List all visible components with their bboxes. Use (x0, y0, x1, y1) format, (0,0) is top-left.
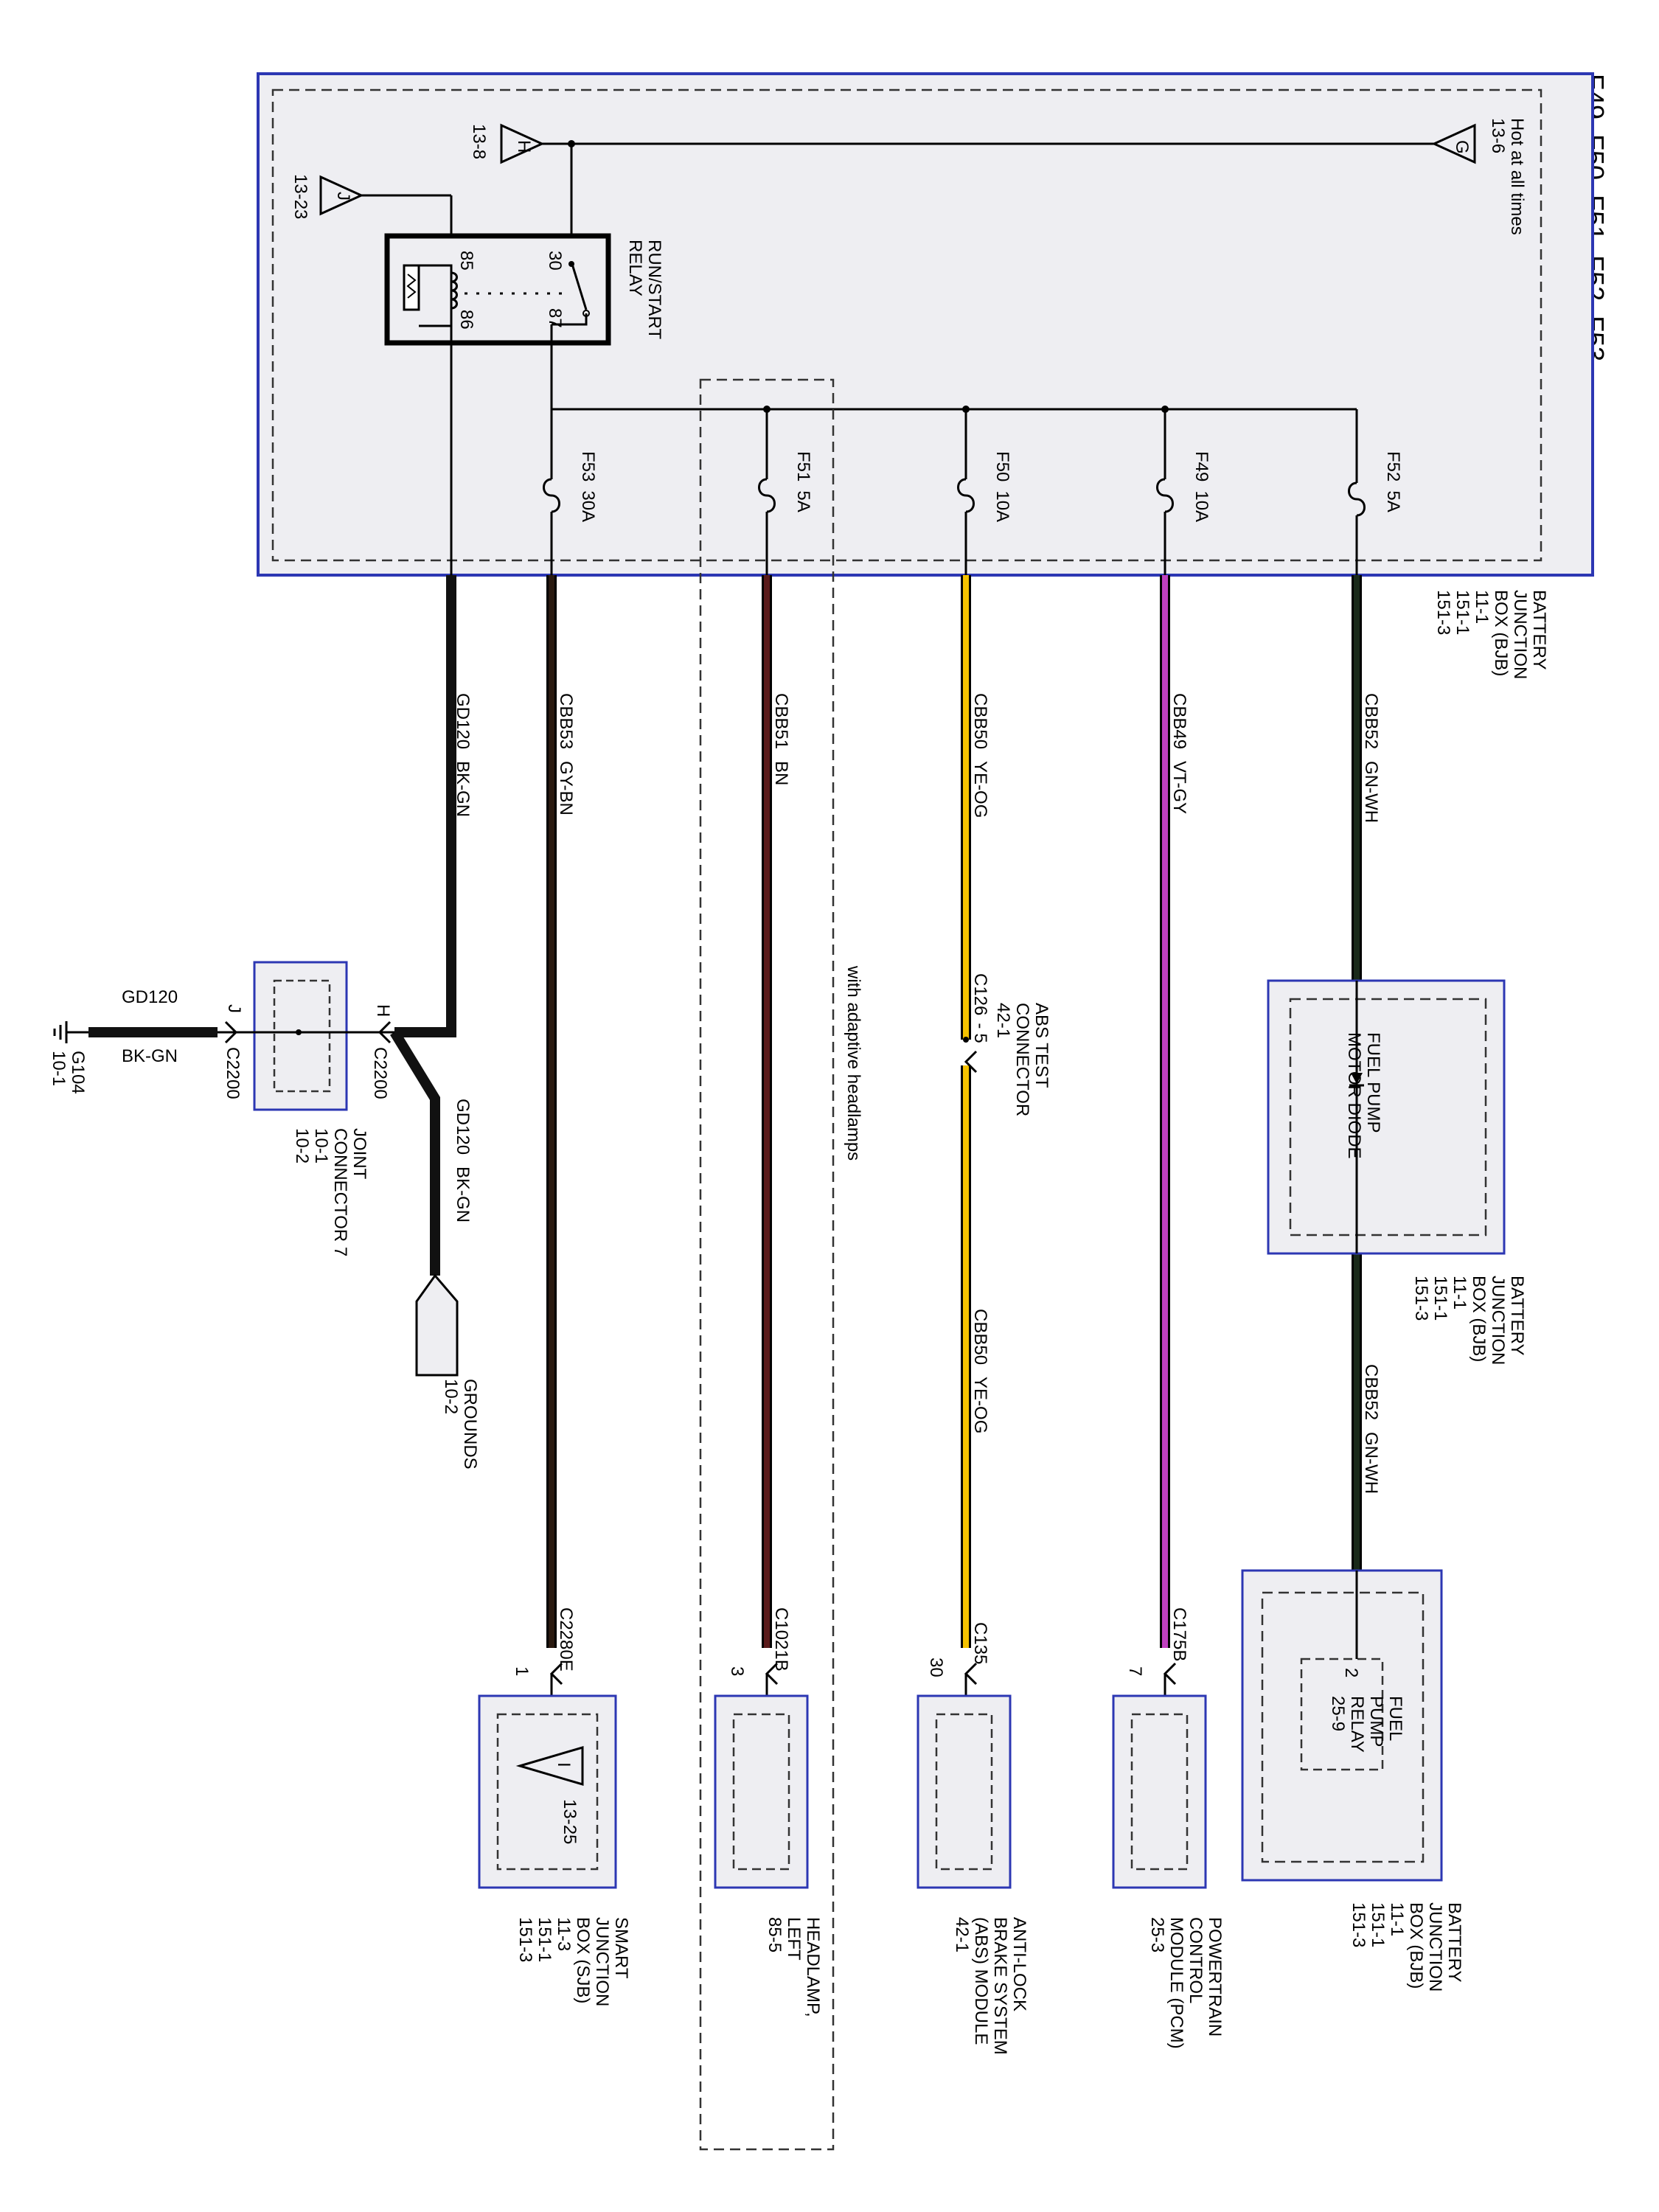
fuel-pump-relay-box (1300, 1658, 1384, 1771)
headlamp-box (714, 1694, 809, 1889)
g-ref-letter: G (1452, 140, 1472, 154)
fuse-f51-label: F515A (793, 451, 813, 512)
splice-dot (296, 1029, 302, 1035)
relay-winding (451, 271, 458, 310)
bjb3-inner (1261, 1591, 1425, 1863)
bjb-inner-outline (271, 88, 1543, 562)
wire-gd120-to-grounds (390, 1029, 440, 1276)
sjb-ref-page: 13-25 (560, 1799, 580, 1844)
wire-gd120-label: GD120BK-GN (453, 693, 473, 817)
pcm-pin: 7 (1125, 1666, 1145, 1676)
j-ref-page: 13-23 (291, 174, 310, 219)
wire-cbb49-label: CBB49VT-GY (1169, 693, 1189, 814)
abs-pin: 30 (926, 1658, 946, 1677)
relay-pin-30 (568, 261, 574, 267)
bjb2-label: BATTERY JUNCTION BOX (BJB) 11-1 151-1 15… (1411, 1276, 1527, 1370)
sjb-box (478, 1694, 617, 1889)
pcm-conn-id: C175B (1169, 1607, 1189, 1661)
wire-cbb51-label: CBB51BN (771, 693, 791, 785)
relay-name: RUN/START RELAY (625, 240, 664, 344)
ground-icon (53, 1021, 88, 1043)
h-ref-triangle (500, 123, 545, 164)
relay-switch-arm (570, 261, 588, 310)
headlamp-conn-id: C1021B (771, 1607, 791, 1672)
fuel-pump-relay-label: FUEL PUMP RELAY 25-9 (1328, 1696, 1405, 1757)
diode-icon (1351, 1073, 1363, 1084)
wire-cbb53-label: CBB53GY-BN (556, 693, 576, 815)
wire-cbb50-label-2: CBB50YE-OG (970, 1309, 990, 1433)
joint-connector-inner (273, 979, 331, 1093)
bjb3-box (1241, 1569, 1443, 1882)
sjb-pin: 1 (512, 1666, 532, 1676)
relay-pin-87: 87 (545, 308, 565, 328)
fuse-f50-label: F5010A (992, 451, 1012, 522)
h-ref-letter: H (514, 140, 534, 153)
wire-gd120 (394, 575, 456, 1037)
fuse-f53-label: F5330A (578, 451, 598, 522)
pcm-label: POWERTRAIN CONTROL MODULE (PCM) 25-3 (1147, 1917, 1225, 2053)
ground-wire-label: GD120 (122, 987, 178, 1007)
splice-dot (963, 1037, 969, 1043)
sjb-label: SMART JUNCTION BOX (SJB) 11-3 151-1 151-… (515, 1917, 631, 2011)
joint-pin-h: H (373, 1004, 393, 1017)
joint-conn-c2200-j: C2200 (223, 1047, 243, 1099)
splice-dot (962, 406, 970, 413)
splice-dot (1161, 406, 1169, 413)
g-ref-triangle (1431, 123, 1476, 164)
grounds-ref-shape (415, 1273, 459, 1377)
abs-module-inner (935, 1713, 993, 1871)
wire-cbb52-label: CBB52GN-WH (1361, 693, 1381, 823)
fuel-relay-pin: 2 (1341, 1668, 1361, 1677)
fuse-f52-label: F525A (1383, 451, 1403, 512)
headlamp-label: HEADLAMP, LEFT 85-5 (765, 1917, 823, 2022)
adaptive-headlamps-option-box (699, 378, 835, 2151)
wire-cbb50-label: CBB50YE-OG (970, 693, 990, 818)
relay-coil-leads (419, 264, 453, 327)
fuel-pump-diode-box (1267, 979, 1506, 1255)
wire-gd120-label-2: GD120BK-GN (453, 1099, 473, 1222)
fuel-pump-diode-inner (1289, 998, 1487, 1237)
fuse-f49-label: F4910A (1192, 451, 1211, 522)
sjb-inner (496, 1713, 599, 1871)
bjb-label: BATTERY JUNCTION BOX (BJB) 11-1 151-1 15… (1433, 590, 1549, 684)
adaptive-note: with adaptive headlamps (844, 965, 863, 1161)
pcm-inner (1130, 1713, 1189, 1871)
bjb3-label: BATTERY JUNCTION BOX (BJB) 11-1 151-1 15… (1349, 1902, 1464, 1997)
relay-pin-85: 85 (456, 251, 476, 271)
abs-connector-symbol (964, 1662, 978, 1686)
sjb-ref-letter: I (554, 1762, 574, 1767)
abs-module-label: ANTI-LOCK BRAKE SYSTEM (ABS) MODULE 42-1 (952, 1917, 1029, 2059)
fuel-pump-diode-label: FUEL PUMP MOTOR DIODE (1344, 1032, 1383, 1159)
ground-g104-label: G104 10-1 (49, 1051, 88, 1099)
relay-pin-86: 86 (456, 310, 476, 330)
splice-dot (763, 406, 771, 413)
abs-conn-id: C135 (970, 1622, 990, 1664)
headlamp-pin: 3 (727, 1666, 747, 1676)
ground-color-label: BK-GN (122, 1046, 178, 1066)
relay-87-lead (552, 313, 588, 326)
hot-at-all-times: Hot at all times 13-6 (1488, 118, 1527, 240)
j-ref-triangle (319, 175, 364, 216)
sjb-ref-triangle (515, 1745, 584, 1787)
relay-pin-30-label: 30 (545, 251, 565, 271)
sjb-conn-id: C2280E (556, 1607, 576, 1672)
joint-connector-7 (253, 961, 348, 1111)
relay-resistor (406, 274, 417, 299)
abs-test-label: ABS TEST CONNECTOR 42-1 (993, 1003, 1051, 1121)
headlamp-inner (732, 1713, 790, 1871)
pcm-connector-symbol (1164, 1662, 1177, 1686)
joint-connector-label: JOINT CONNECTOR 7 10-1 10-2 (292, 1128, 369, 1262)
wire-cbb52-label-2: CBB52GN-WH (1361, 1364, 1381, 1494)
h-ref-page: 13-8 (469, 124, 489, 159)
grounds-ref-label: GROUNDS 10-2 (441, 1379, 480, 1474)
abs-module-box (917, 1694, 1012, 1889)
abs-test-conn-id: C126-5 (970, 973, 990, 1043)
j-ref-letter: J (333, 192, 353, 201)
pcm-box (1112, 1694, 1207, 1889)
relay-coil (403, 264, 420, 311)
joint-conn-c2200-h: C2200 (370, 1047, 390, 1099)
joint-pin-j: J (224, 1004, 244, 1013)
